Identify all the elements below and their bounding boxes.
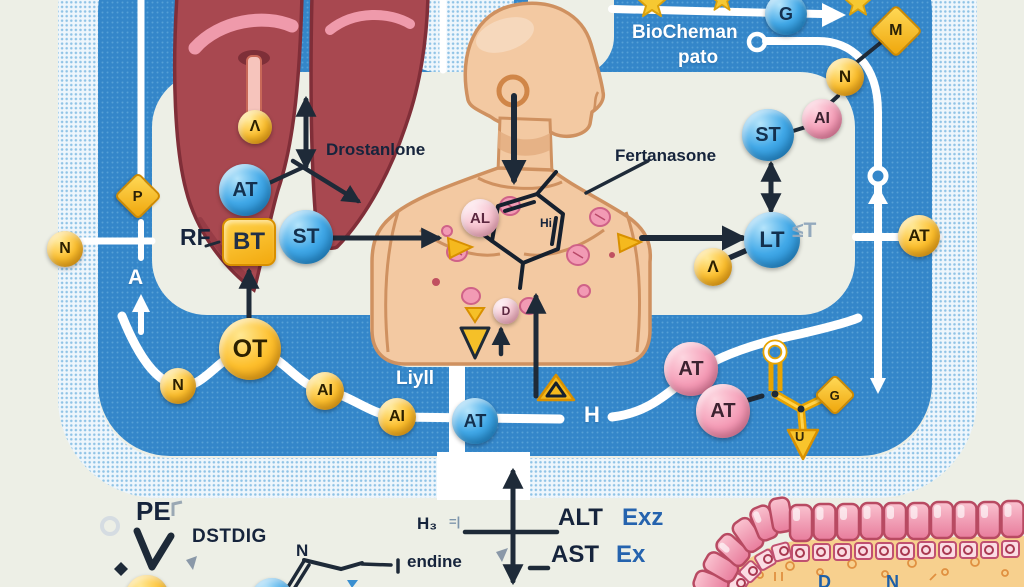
node-at-blue-path: AT bbox=[452, 398, 498, 444]
node-lt: LT bbox=[744, 212, 800, 268]
node-yellow-partial bbox=[125, 575, 169, 587]
node-st1: ST bbox=[279, 210, 333, 264]
label-ast: AST bbox=[551, 541, 599, 568]
label-dstdig: DSTDIG bbox=[192, 526, 267, 547]
node-ai1: AI bbox=[306, 372, 344, 410]
label-pe: PE bbox=[136, 496, 171, 526]
label-lt-suffix: ≤T bbox=[792, 219, 817, 242]
node-blue-partial bbox=[251, 578, 293, 587]
node-al-pill: AL bbox=[461, 199, 499, 237]
blue-pathway-ring bbox=[98, 0, 932, 456]
node-g-top: G bbox=[765, 0, 807, 35]
amino-acid-molecule bbox=[762, 339, 834, 461]
node-at1: AT bbox=[219, 164, 271, 216]
label-hi-chem: Hi bbox=[540, 216, 552, 230]
label-rf: RF bbox=[180, 224, 211, 250]
label-h3-suffix: =| bbox=[449, 514, 461, 529]
label-alt-suffix: Exz bbox=[622, 504, 664, 531]
warning-triangles bbox=[446, 232, 644, 402]
label-villi-n: N bbox=[886, 572, 899, 587]
label-endine: endine bbox=[407, 552, 462, 571]
bottom-molecule-sketch bbox=[286, 529, 560, 587]
label-biocheman-line1: BioCheman bbox=[632, 22, 738, 43]
white-path-decorations bbox=[132, 3, 889, 394]
label-h3: H₃ bbox=[417, 514, 438, 533]
label-h-path: H bbox=[584, 402, 600, 427]
label-alt: ALT bbox=[558, 504, 603, 531]
node-ot: OT bbox=[219, 318, 281, 380]
node-bt: BT bbox=[222, 218, 276, 266]
label-liyll: Liyll bbox=[396, 368, 435, 389]
node-st2: ST bbox=[742, 109, 794, 161]
star-icons bbox=[637, 0, 872, 17]
node-n-left: N bbox=[47, 231, 83, 267]
bottom-left-sketch bbox=[100, 500, 197, 576]
label-a-dashed: A bbox=[128, 266, 144, 289]
label-ast-suffix: Ex bbox=[616, 541, 646, 568]
node-ai2: AI bbox=[378, 398, 416, 436]
node-a-liver: Λ bbox=[238, 110, 272, 144]
node-n-path: N bbox=[160, 368, 196, 404]
node-at-yellow: AT bbox=[898, 215, 940, 257]
node-ai-pink: AI bbox=[802, 99, 842, 139]
node-at-pink2: AT bbox=[696, 384, 750, 438]
label-u-arrow: U bbox=[795, 429, 805, 444]
villi-illustration bbox=[692, 496, 1024, 587]
biocheman-o-ring bbox=[746, 31, 768, 53]
node-d-pill: D bbox=[493, 298, 519, 324]
node-a-right: Λ bbox=[694, 248, 732, 286]
label-n-chem: N bbox=[296, 541, 309, 560]
label-villi-d: D bbox=[818, 572, 831, 587]
label-drostanlone: Drostanlone bbox=[326, 140, 426, 159]
label-biocheman-line2: pato bbox=[678, 47, 719, 68]
node-n-right: N bbox=[826, 58, 864, 96]
label-fertanasone: Fertanasone bbox=[615, 146, 717, 165]
